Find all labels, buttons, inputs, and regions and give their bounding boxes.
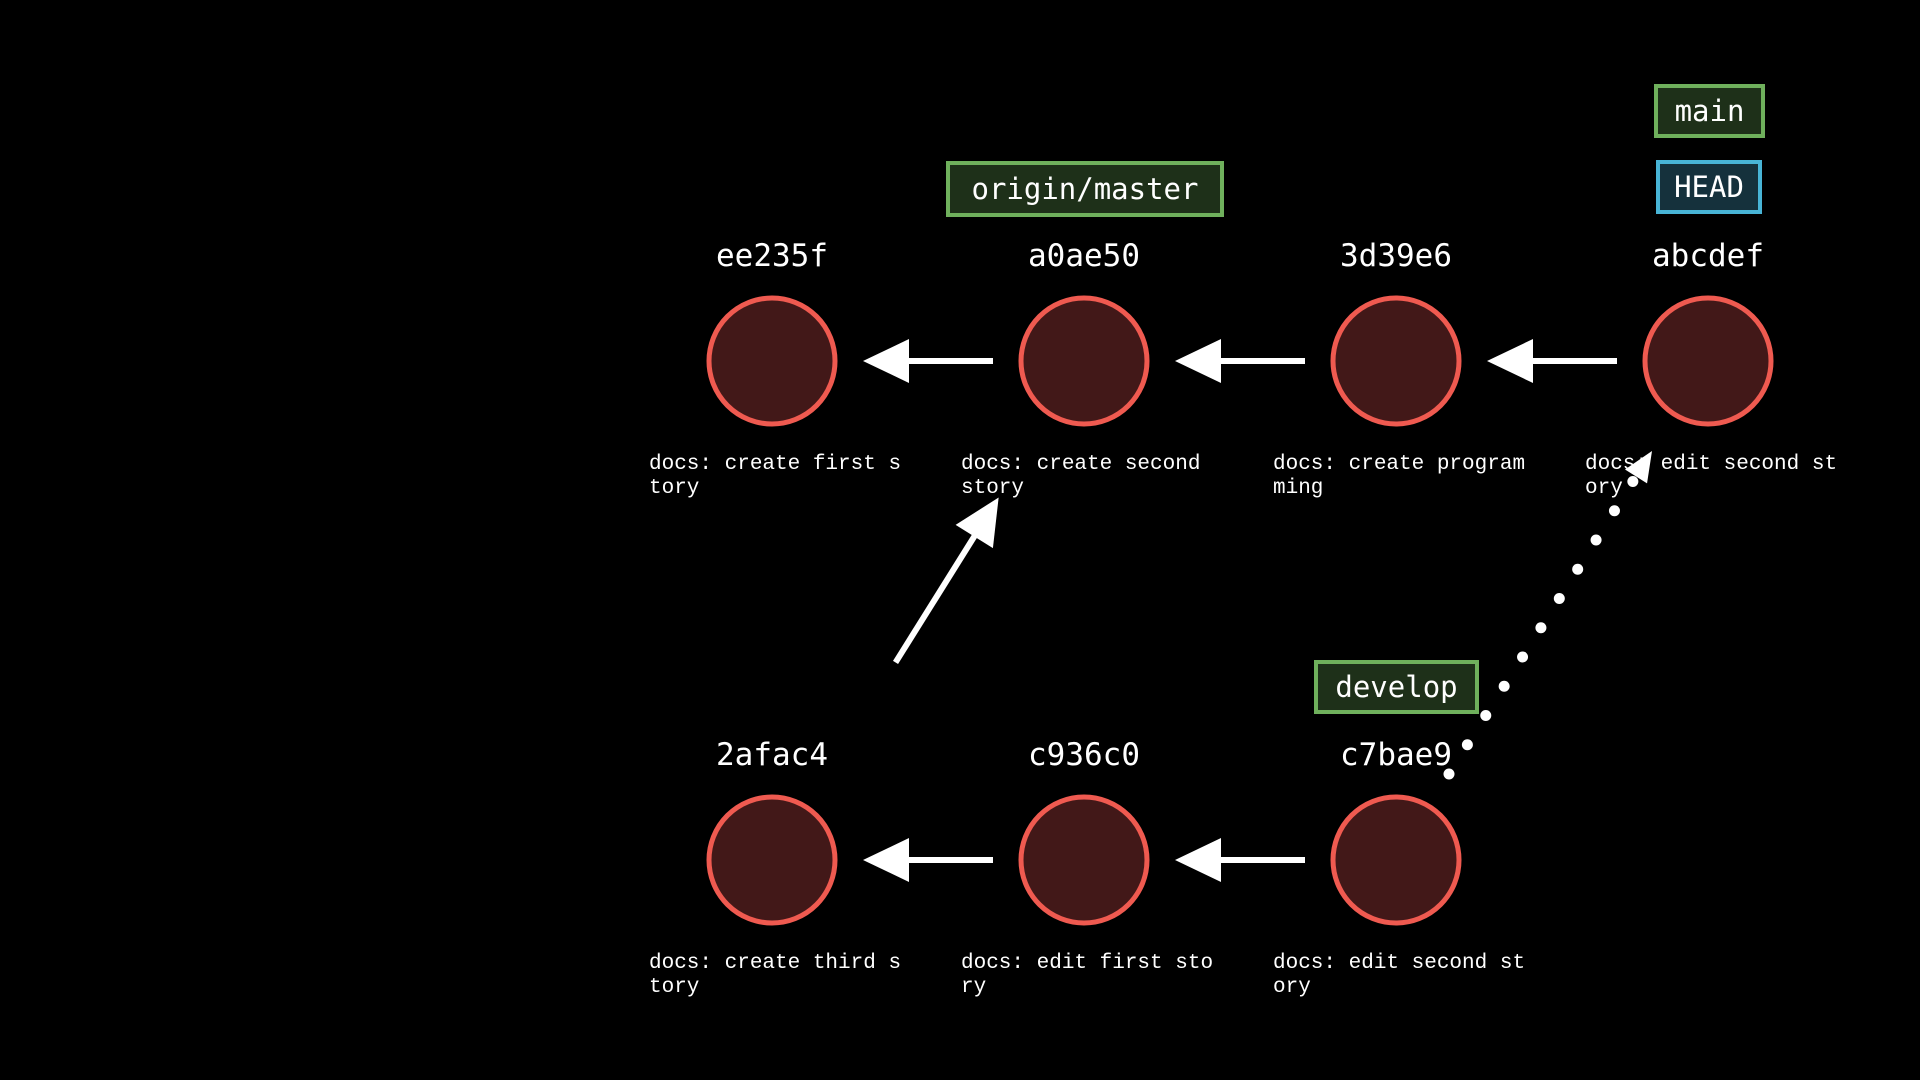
edges-layer bbox=[863, 339, 1652, 882]
arrowhead bbox=[863, 339, 909, 383]
ref-label: origin/master bbox=[972, 172, 1199, 206]
commit-message-line2: tory bbox=[649, 477, 699, 500]
edge-dot bbox=[1517, 651, 1529, 663]
commit-message-line1: docs: create program bbox=[1273, 453, 1525, 476]
commit-node bbox=[706, 794, 838, 926]
commit-message-line1: docs: create third s bbox=[649, 952, 901, 975]
commit-c936c0: c936c0 docs: edit first story bbox=[961, 737, 1213, 999]
arrowhead bbox=[955, 497, 999, 549]
arrowhead bbox=[1487, 339, 1533, 383]
edge-dot bbox=[1572, 563, 1584, 575]
commit-c7bae9: c7bae9 docs: edit second story bbox=[1273, 737, 1525, 999]
commit-message-line2: ory bbox=[1585, 477, 1623, 500]
edge-dot bbox=[1498, 680, 1510, 692]
commit-hash: c936c0 bbox=[1028, 737, 1140, 773]
commit-hash: ee235f bbox=[716, 238, 828, 274]
branch-label-develop: develop bbox=[1314, 660, 1479, 714]
commit-message-line1: docs: create second bbox=[961, 453, 1200, 476]
edge-c936c0-to-2afac4 bbox=[863, 838, 993, 882]
edge-dot bbox=[1553, 592, 1565, 604]
commit-hash: c7bae9 bbox=[1340, 737, 1452, 773]
edge-a0ae50-to-ee235f bbox=[863, 339, 993, 383]
commit-message-line1: docs: edit second st bbox=[1585, 453, 1837, 476]
arrowhead bbox=[1175, 339, 1221, 383]
commit-message-line1: docs: create first s bbox=[649, 453, 901, 476]
edge-3d39e6-to-a0ae50 bbox=[1175, 339, 1305, 383]
commit-hash: a0ae50 bbox=[1028, 238, 1140, 274]
edge-abcdef-to-3d39e6 bbox=[1487, 339, 1617, 383]
edge-dot bbox=[1535, 622, 1547, 634]
branch-label-main: main bbox=[1654, 84, 1765, 138]
edge-dot bbox=[1461, 739, 1473, 751]
ref-box bbox=[1654, 84, 1765, 138]
branch-label-origin-master: origin/master bbox=[946, 161, 1224, 217]
edge-dot bbox=[1590, 534, 1602, 546]
commit-hash: 2afac4 bbox=[716, 737, 828, 773]
ref-box bbox=[1656, 160, 1762, 214]
edge-line bbox=[892, 531, 979, 665]
commit-node bbox=[1018, 295, 1150, 427]
commit-hash: abcdef bbox=[1652, 238, 1764, 274]
commit-2afac4: 2afac4 docs: create third story bbox=[649, 737, 901, 999]
ref-label: HEAD bbox=[1674, 170, 1744, 204]
commit-message-line2: story bbox=[961, 477, 1024, 500]
ref-box bbox=[1314, 660, 1479, 714]
edge-dot bbox=[1443, 768, 1455, 780]
commit-node bbox=[1330, 295, 1462, 427]
commit-node bbox=[1330, 794, 1462, 926]
edge-dot bbox=[1480, 709, 1492, 721]
commit-message-line1: docs: edit second st bbox=[1273, 952, 1525, 975]
commit-message-line2: ry bbox=[961, 976, 986, 999]
arrowhead bbox=[1175, 838, 1221, 882]
ref-label: develop bbox=[1335, 670, 1457, 704]
commit-message-line2: ming bbox=[1273, 477, 1323, 500]
edge-c7bae9-to-abcdef bbox=[1443, 451, 1652, 780]
edge-dot bbox=[1627, 475, 1639, 487]
commit-message-line1: docs: edit first sto bbox=[961, 952, 1213, 975]
head-label: HEAD bbox=[1656, 160, 1762, 214]
ref-label: main bbox=[1675, 94, 1745, 128]
arrowhead bbox=[863, 838, 909, 882]
edge-2afac4-to-a0ae50 bbox=[892, 497, 999, 665]
edge-c7bae9-to-c936c0 bbox=[1175, 838, 1305, 882]
commit-node bbox=[1018, 794, 1150, 926]
arrowhead bbox=[1625, 451, 1652, 484]
commit-message-line2: tory bbox=[649, 976, 699, 999]
commit-abcdef: abcdef docs: edit second story bbox=[1585, 238, 1837, 500]
commit-node bbox=[706, 295, 838, 427]
commit-hash: 3d39e6 bbox=[1340, 238, 1452, 274]
commit-node bbox=[1642, 295, 1774, 427]
commit-ee235f: ee235f docs: create first story bbox=[649, 238, 901, 500]
edge-dot bbox=[1608, 505, 1620, 517]
commit-message-line2: ory bbox=[1273, 976, 1311, 999]
ref-box bbox=[946, 161, 1224, 217]
